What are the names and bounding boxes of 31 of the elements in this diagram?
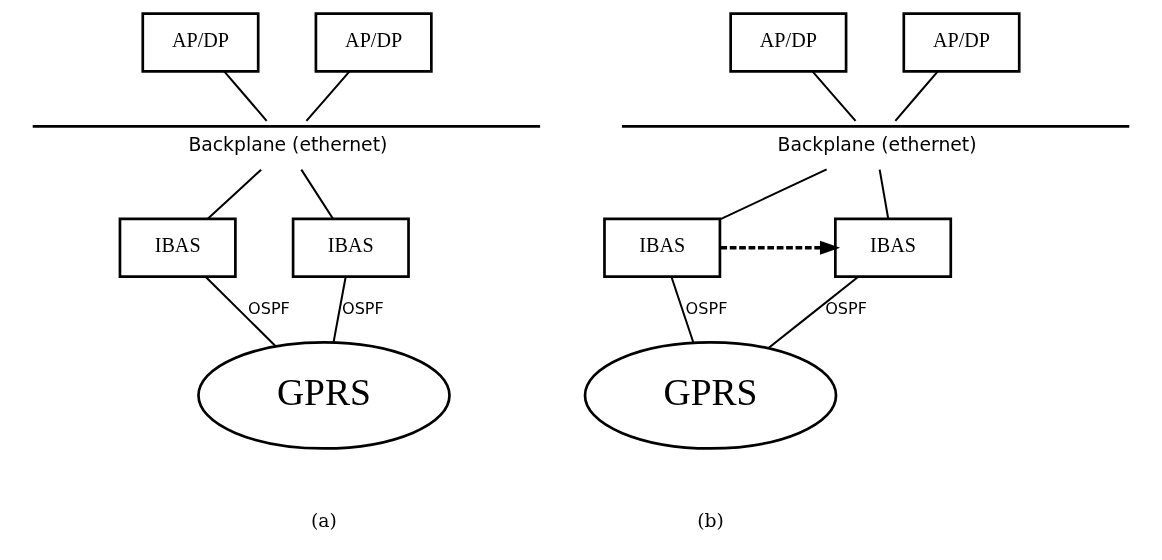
edge-label: OSPF — [825, 298, 868, 318]
connector — [223, 70, 268, 122]
node-box: IBAS — [118, 217, 237, 278]
node-box: AP/DP — [902, 12, 1021, 73]
edge-label: OSPF — [685, 298, 728, 318]
node-ellipse: GPRS — [583, 341, 838, 450]
connector — [207, 168, 262, 220]
label: (a) — [311, 510, 337, 532]
connector — [204, 276, 277, 347]
connector — [670, 276, 695, 343]
node-box: IBAS — [291, 217, 410, 278]
label: (b) — [697, 510, 724, 532]
node-box: AP/DP — [729, 12, 848, 73]
node-box: AP/DP — [314, 12, 433, 73]
connector — [332, 276, 347, 343]
connector — [300, 169, 334, 220]
connector — [719, 168, 828, 221]
node-box: IBAS — [603, 217, 722, 278]
connector — [811, 70, 857, 122]
connector — [894, 70, 939, 122]
node-text: Backplane (ethernet) — [777, 133, 977, 155]
edge-label: OSPF — [341, 298, 384, 318]
arrow — [720, 240, 841, 255]
edge-label: OSPF — [248, 298, 290, 318]
connector — [767, 275, 859, 349]
connector — [305, 70, 351, 122]
node-box: IBAS — [834, 217, 953, 278]
node-ellipse: GPRS — [197, 341, 451, 450]
node-box: AP/DP — [141, 12, 260, 73]
node-text: Backplane (ethernet) — [188, 133, 388, 155]
connector — [878, 169, 890, 219]
